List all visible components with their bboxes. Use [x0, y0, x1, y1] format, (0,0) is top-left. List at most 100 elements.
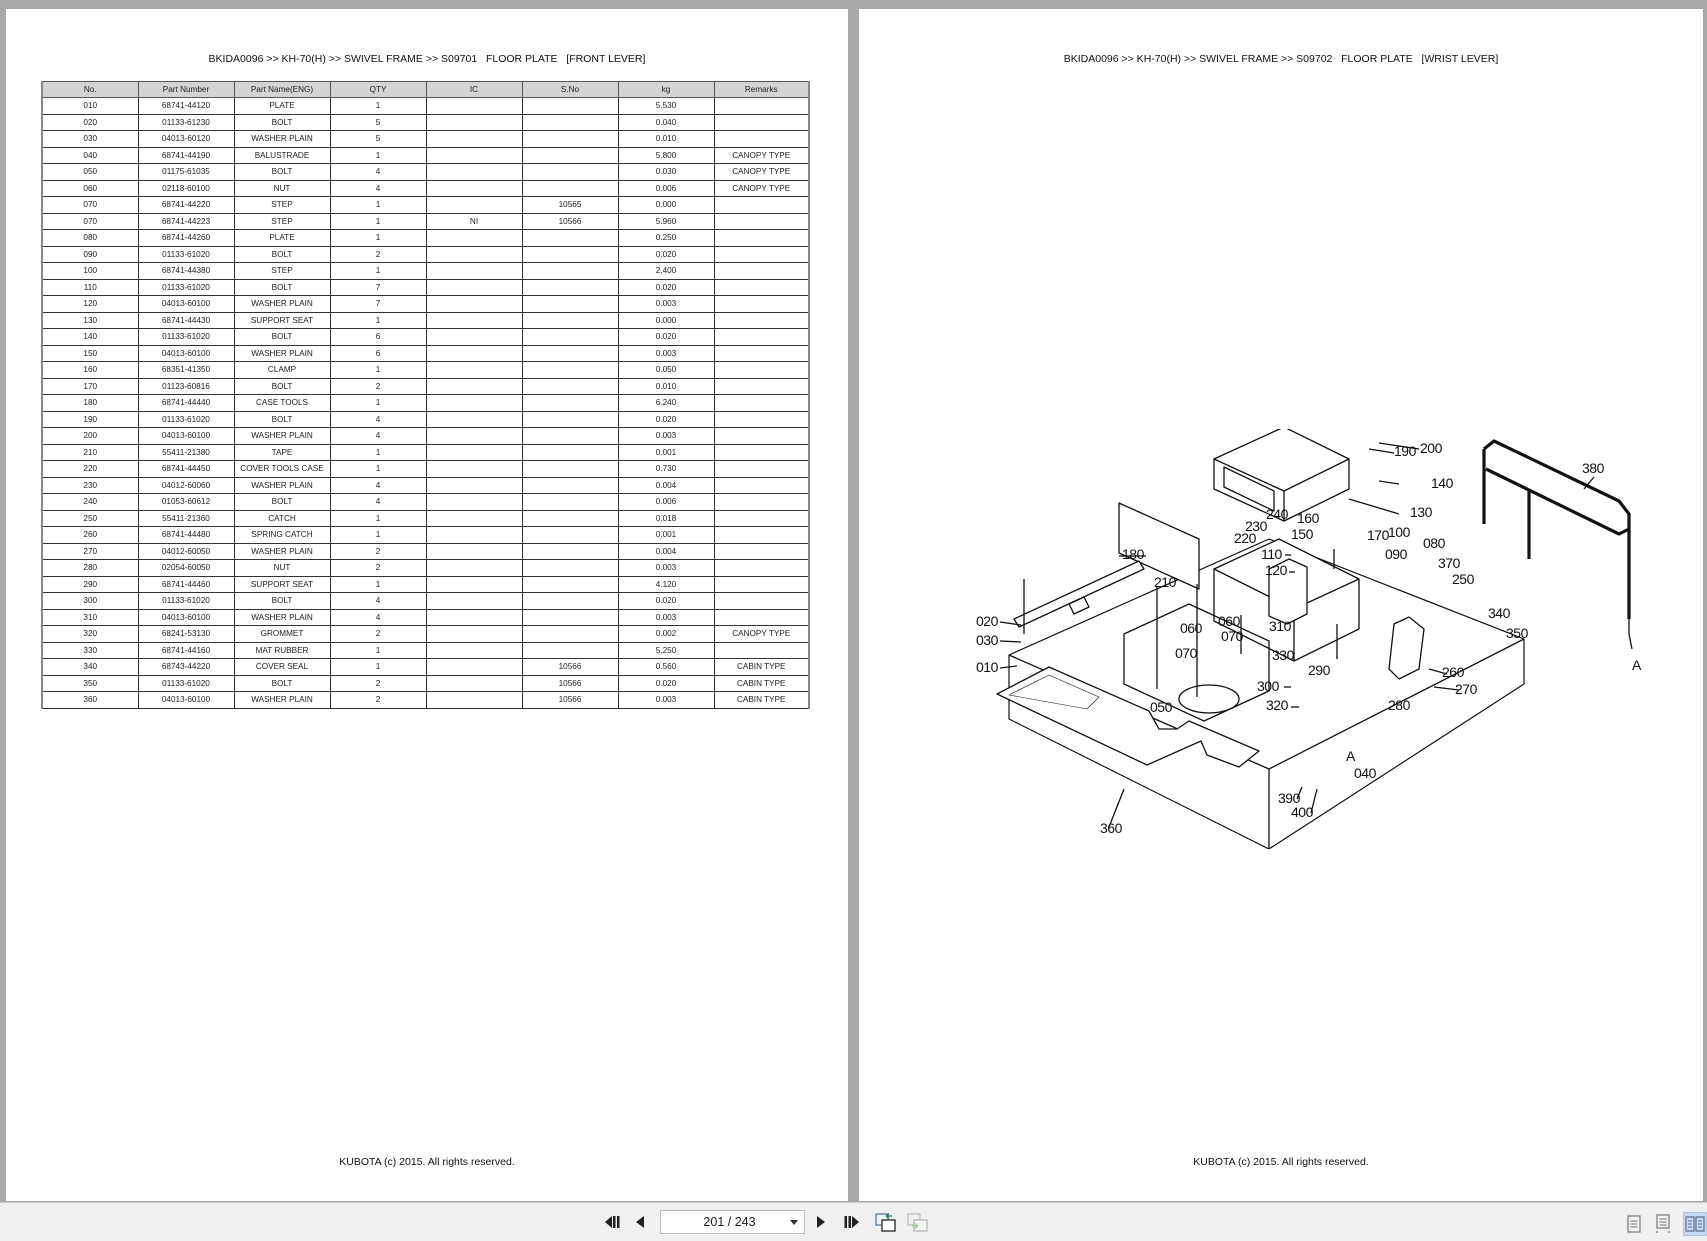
- go-forward-view-button[interactable]: [906, 1210, 930, 1234]
- table-cell: [425, 311, 523, 329]
- table-cell: [521, 575, 619, 593]
- table-cell: 060: [41, 179, 139, 197]
- table-cell: GROMMET: [233, 625, 331, 643]
- table-cell: [713, 113, 810, 131]
- table-cell: CABIN TYPE: [713, 674, 810, 692]
- table-cell: 68741-44430: [137, 311, 235, 329]
- column-header: kg: [617, 81, 715, 98]
- table-cell: [425, 113, 523, 131]
- table-cell: 2: [329, 691, 427, 709]
- first-page-button[interactable]: [600, 1210, 624, 1234]
- table-cell: [425, 410, 523, 428]
- table-cell: 280: [41, 559, 139, 577]
- page-dropdown-chevron-icon[interactable]: [784, 1219, 804, 1225]
- table-cell: [713, 542, 810, 560]
- continuous-view-button[interactable]: [1652, 1212, 1674, 1236]
- table-cell: 240: [41, 493, 139, 511]
- callout-label: 320: [1266, 697, 1289, 713]
- table-cell: CABIN TYPE: [713, 658, 810, 676]
- table-cell: BOLT: [233, 592, 331, 610]
- table-cell: 04013-60120: [137, 130, 235, 148]
- table-cell: 2.400: [617, 262, 715, 280]
- table-cell: 2: [329, 377, 427, 395]
- table-cell: [521, 542, 619, 560]
- table-cell: [521, 328, 619, 346]
- table-cell: 4: [329, 608, 427, 626]
- go-back-view-button[interactable]: [874, 1210, 898, 1234]
- table-cell: 4: [329, 592, 427, 610]
- table-cell: [425, 559, 523, 577]
- table-cell: WASHER PLAIN: [233, 130, 331, 148]
- table-cell: PLATE: [233, 229, 331, 247]
- table-cell: 5.250: [617, 641, 715, 659]
- table-cell: [521, 262, 619, 280]
- table-cell: 68741-44450: [137, 460, 235, 478]
- callout-label: 370: [1438, 555, 1461, 571]
- table-cell: 55411-21380: [137, 443, 235, 461]
- table-cell: 0.001: [617, 443, 715, 461]
- table-cell: 0.020: [617, 245, 715, 263]
- next-page-button[interactable]: [809, 1210, 833, 1234]
- table-cell: [521, 493, 619, 511]
- table-cell: [425, 476, 523, 494]
- callout-label: 160: [1297, 510, 1320, 526]
- table-cell: [713, 130, 810, 148]
- page-number-field[interactable]: 201 / 243: [660, 1210, 805, 1234]
- last-page-button[interactable]: [840, 1210, 864, 1234]
- table-cell: 2: [329, 674, 427, 692]
- callout-label: 030: [976, 632, 999, 648]
- table-cell: [521, 245, 619, 263]
- table-cell: 01053-60612: [137, 493, 235, 511]
- table-cell: [521, 179, 619, 197]
- table-cell: 1: [329, 361, 427, 379]
- table-cell: 0.020: [617, 592, 715, 610]
- callout-label: 280: [1388, 697, 1411, 713]
- two-page-view-button[interactable]: [1683, 1212, 1707, 1236]
- table-cell: 0.010: [617, 377, 715, 395]
- callout-label: 200: [1420, 440, 1443, 456]
- table-cell: 130: [41, 311, 139, 329]
- table-cell: 68741-44260: [137, 229, 235, 247]
- table-cell: 04013-60100: [137, 608, 235, 626]
- table-cell: [713, 295, 810, 313]
- table-cell: 4: [329, 493, 427, 511]
- single-page-view-button[interactable]: [1623, 1212, 1645, 1236]
- table-cell: CANOPY TYPE: [713, 146, 810, 164]
- table-cell: 090: [41, 245, 139, 263]
- table-cell: [425, 377, 523, 395]
- table-cell: 1: [329, 97, 427, 115]
- table-cell: WASHER PLAIN: [233, 427, 331, 445]
- callout-label: 180: [1122, 546, 1145, 562]
- table-cell: 340: [41, 658, 139, 676]
- table-cell: COVER TOOLS CASE: [233, 460, 331, 478]
- table-cell: 01133-61020: [137, 592, 235, 610]
- table-cell: NUT: [233, 559, 331, 577]
- table-cell: 360: [41, 691, 139, 709]
- table-cell: [713, 278, 810, 296]
- table-cell: 220: [41, 460, 139, 478]
- table-cell: WASHER PLAIN: [233, 476, 331, 494]
- table-cell: 4: [329, 179, 427, 197]
- table-cell: [713, 344, 810, 362]
- previous-page-button[interactable]: [628, 1210, 652, 1234]
- table-cell: [521, 97, 619, 115]
- table-cell: [713, 460, 810, 478]
- table-cell: BALUSTRADE: [233, 146, 331, 164]
- table-cell: [425, 262, 523, 280]
- table-cell: BOLT: [233, 410, 331, 428]
- table-cell: 4: [329, 163, 427, 181]
- table-cell: [425, 608, 523, 626]
- table-cell: SUPPORT SEAT: [233, 311, 331, 329]
- table-cell: 68741-44380: [137, 262, 235, 280]
- table-cell: 04013-60100: [137, 344, 235, 362]
- table-cell: 01133-61020: [137, 674, 235, 692]
- table-cell: [713, 328, 810, 346]
- page-header: BKIDA0096 >> KH-70(H) >> SWIVEL FRAME >>…: [1063, 53, 1499, 65]
